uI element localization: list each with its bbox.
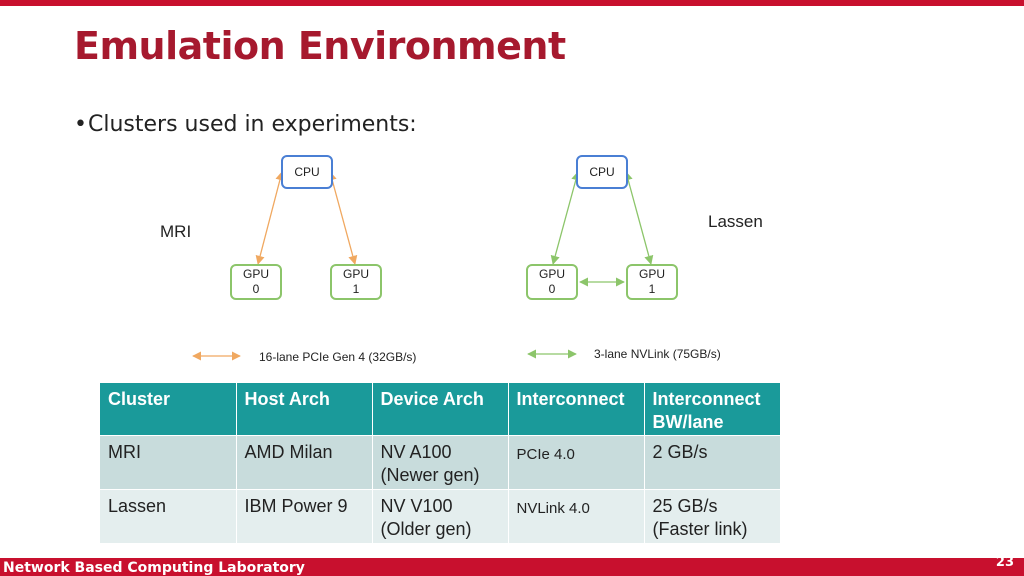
table-cell: IBM Power 9 [236,489,373,544]
mri-gpu0-line1: GPU [242,267,269,281]
header-host-arch: Host Arch [236,383,373,436]
table-row: Lassen IBM Power 9 NV V100 (Older gen) N… [100,489,781,544]
table-row: MRI AMD Milan NV A100 (Newer gen) PCIe 4… [100,435,781,490]
table-cell: 25 GB/s (Faster link) [644,489,781,544]
footer-bar: Network Based Computing Laboratory 23 [0,555,1024,576]
lassen-label: Lassen [708,212,763,231]
mri-cpu-text: CPU [294,164,320,179]
lassen-gpu0-node: GPU 0 [526,264,578,300]
table-cell: AMD Milan [236,435,373,490]
slide-title: Emulation Environment [74,24,566,68]
top-accent-bar [0,0,1024,6]
table-cell: NVLink 4.0 [508,489,645,544]
legend-pcie-text: 16-lane PCIe Gen 4 (32GB/s) [259,350,417,364]
header-cluster: Cluster [100,383,237,436]
mri-gpu1-node: GPU 1 [330,264,382,300]
bullet-dot-icon: • [74,112,87,137]
mri-cpu-gpu1-link [327,171,358,265]
mri-gpu0-line2: 0 [252,282,260,296]
header-interconnect-bw: Interconnect BW/lane [644,383,781,436]
lassen-gpu1-line2: 1 [648,282,656,296]
bullet-text: Clusters used in experiments: [88,112,417,137]
mri-cpu-gpu0-link [255,171,285,265]
table-header-row: Cluster Host Arch Device Arch Interconne… [100,383,781,436]
mri-cpu-node: CPU [281,155,333,189]
table-cell: Lassen [100,489,237,544]
lassen-gpu0-line2: 0 [548,282,556,296]
table-cell: 2 GB/s [644,435,781,490]
mri-gpu1-line1: GPU [342,267,369,281]
footer-lab-name: Network Based Computing Laboratory [3,560,305,576]
table-cell: NV V100 (Older gen) [372,489,509,544]
mri-gpu0-node: GPU 0 [230,264,282,300]
header-device-arch: Device Arch [372,383,509,436]
lassen-cpu-text: CPU [589,164,615,179]
legend-nvlink-text: 3-lane NVLink (75GB/s) [594,347,721,361]
cluster-spec-table: Cluster Host Arch Device Arch Interconne… [100,383,781,544]
lassen-gpu1-line1: GPU [638,267,665,281]
table-cell: MRI [100,435,237,490]
lassen-gpu0-line1: GPU [538,267,565,281]
lassen-cpu-node: CPU [576,155,628,189]
header-interconnect: Interconnect [508,383,645,436]
page-number: 23 [995,555,1014,570]
table-cell: NV A100 (Newer gen) [372,435,509,490]
table-cell: PCIe 4.0 [508,435,645,490]
bullet-item: •Clusters used in experiments: [74,112,417,137]
lassen-cpu-gpu1-link [623,171,654,265]
mri-gpu1-line2: 1 [352,282,360,296]
lassen-cpu-gpu0-link [550,171,581,265]
lassen-gpu1-node: GPU 1 [626,264,678,300]
mri-label: MRI [160,222,192,241]
